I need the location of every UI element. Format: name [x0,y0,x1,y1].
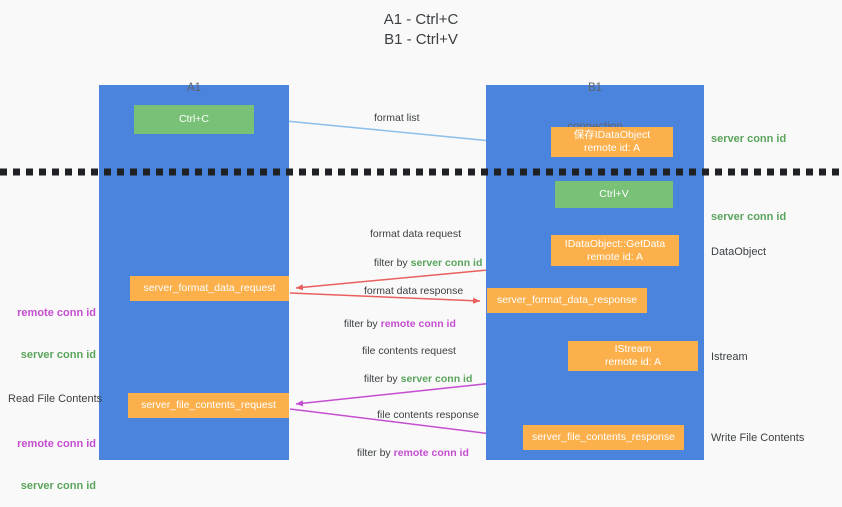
swimlane-a1-id: A1 [186,82,202,94]
flow-label-file-contents-response: file contents response [377,409,480,421]
swimlane-b1-id: B1 [587,82,603,94]
filter-server-conn-id-1: server conn id [410,257,483,269]
flow-label-filter-server-2: filter by server conn id [358,360,473,386]
arrow-file-contents-response [289,408,517,440]
node-ctrl-c[interactable]: Ctrl+C [134,105,254,134]
flow-label-filter-server-1: filter by server conn id [368,244,483,270]
filter-by-text-1: filter by [373,257,411,269]
node-server-file-contents-response[interactable]: server_file_contents_response [523,425,684,450]
flow-label-filter-remote-1: filter by remote conn id [338,305,456,331]
note-server-conn-id-second: server conn id [711,211,787,223]
note-conn-ids-lower: remote conn id server conn id [8,409,96,507]
node-save-idataobject[interactable]: 保存IDataObject remote id: A [551,127,673,157]
note-istream: Istream [711,351,748,363]
node-idataobject-getdata[interactable]: IDataObject::GetData remote id: A [551,235,679,266]
flow-label-file-contents-request: file contents request [362,345,456,357]
note-dataobject: DataObject [711,246,767,258]
filter-by-text-4: filter by [356,447,394,459]
note-read-file-contents: Read File Contents [8,393,103,405]
note-server-conn-id-upper: server conn id [20,349,96,361]
dashed-separator [0,168,842,176]
note-conn-ids-upper: remote conn id server conn id [8,278,96,376]
note-server-conn-id-lower: server conn id [20,480,96,492]
note-write-file-contents: Write File Contents [711,432,805,444]
filter-remote-conn-id-2: remote conn id [393,447,469,459]
arrow-format-data-response [289,292,481,304]
note-remote-conn-id-lower: remote conn id [17,438,96,450]
filter-by-text-3: filter by [363,373,401,385]
flow-label-format-list: format list [374,112,420,124]
page-title: A1 - Ctrl+C B1 - Ctrl+V [383,11,459,48]
note-server-conn-id-top: server conn id [711,133,787,145]
node-istream[interactable]: IStream remote id: A [568,341,698,371]
filter-by-text-2: filter by [343,318,381,330]
node-ctrl-v[interactable]: Ctrl+V [555,181,673,208]
node-server-format-data-request[interactable]: server_format_data_request [130,276,289,301]
note-remote-conn-id-upper: remote conn id [17,307,96,319]
flow-label-format-data-request: format data request [370,228,462,240]
flow-label-filter-remote-2: filter by remote conn id [351,434,469,460]
node-server-format-data-response[interactable]: server_format_data_response [487,288,647,313]
filter-remote-conn-id-1: remote conn id [380,318,456,330]
node-server-file-contents-request[interactable]: server_file_contents_request [128,393,289,418]
filter-server-conn-id-2: server conn id [400,373,473,385]
flow-label-format-data-response: format data response [364,285,464,297]
